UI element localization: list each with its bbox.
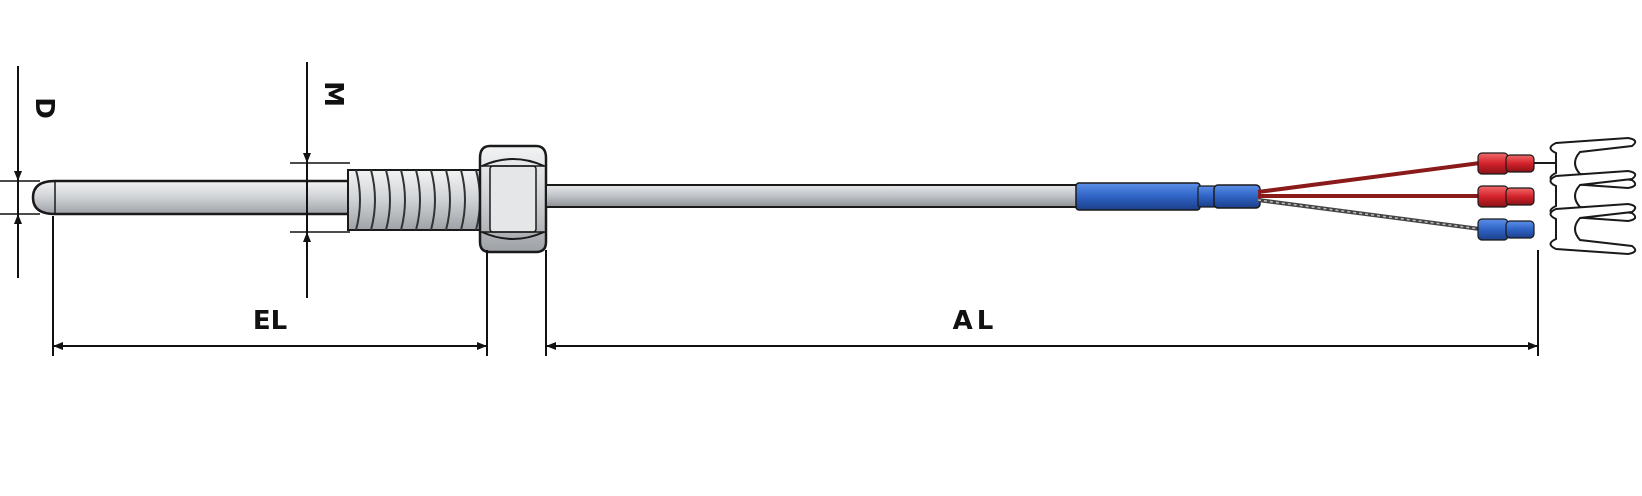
- label-al: AL: [953, 306, 998, 336]
- thread-ridge: [355, 169, 361, 231]
- thread-ridge: [385, 169, 391, 231]
- red-wire-top: [1257, 161, 1481, 194]
- label-el: EL: [253, 306, 287, 336]
- thread-ridge: [460, 169, 466, 231]
- thread-ridge: [400, 169, 406, 231]
- thread-ridge: [430, 169, 436, 231]
- blue-sleeve: [1075, 182, 1261, 211]
- cable: [545, 184, 1079, 208]
- label-d: D: [29, 97, 59, 119]
- thread-ridge: [445, 169, 451, 231]
- thread-ridge: [370, 169, 376, 231]
- dimension-d: D: [0, 66, 59, 278]
- dimension-al: AL: [545, 250, 1539, 356]
- gray-wire-bottom: [1257, 198, 1481, 231]
- probe-sheath: [31, 179, 352, 216]
- dimension-el: EL: [52, 216, 488, 356]
- label-m: M: [318, 81, 348, 107]
- dimension-m: M: [290, 62, 350, 298]
- lead-wires: [1257, 161, 1481, 231]
- thread-ridge: [415, 169, 421, 231]
- threaded-fitting: [347, 169, 485, 231]
- hex-nut: [478, 144, 548, 254]
- terminal-blue-bottom: [1477, 202, 1637, 256]
